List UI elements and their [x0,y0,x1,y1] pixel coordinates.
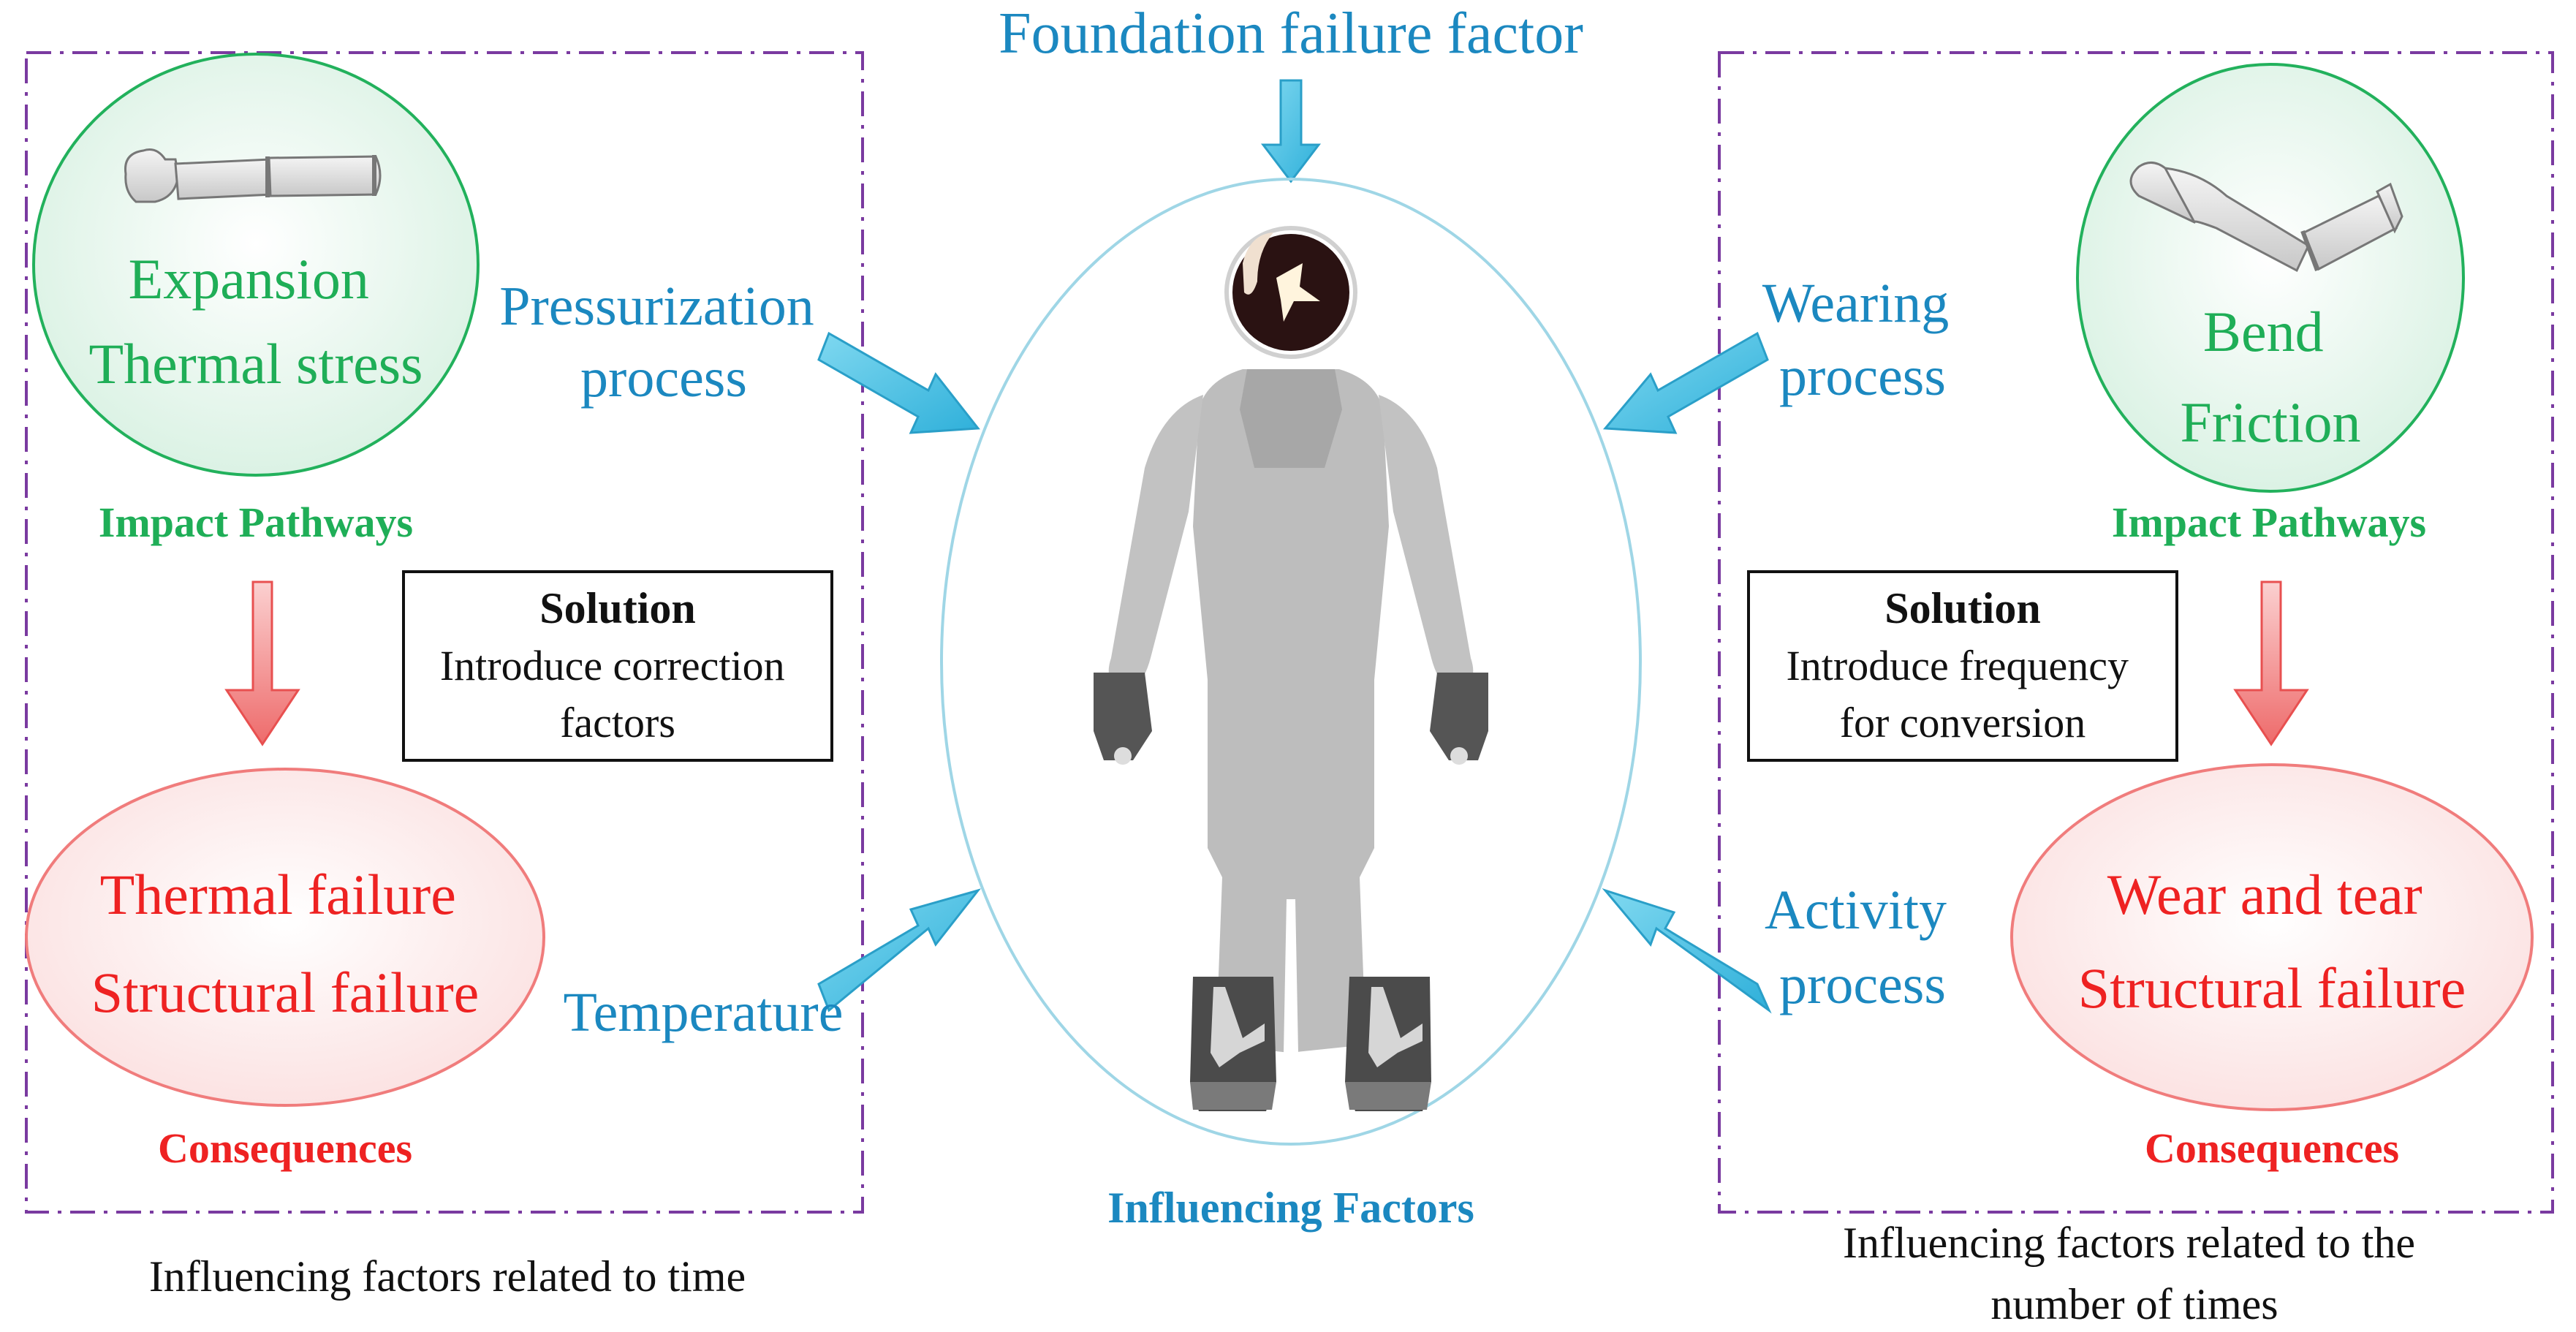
center-caption: Influencing Factors [1107,1184,1474,1232]
arrow-pressurization [817,331,980,434]
right-consequence-ellipse [2010,763,2534,1111]
arrow-activity [1602,888,1772,1014]
right-solution-box [1747,570,2178,762]
right-consequence-label: Consequences [2145,1124,2399,1172]
straight-sleeve-icon [124,148,382,203]
left-consequence-text: Thermal failure Structural failure [91,863,480,1024]
left-solution-text: Introduce correction factors [440,642,795,746]
right-solution-title: Solution [1884,584,2040,632]
bent-sleeve-icon [2129,162,2403,273]
right-red-down-arrow [2233,580,2309,746]
factor-label-pressurization: Pressurization process [499,276,828,409]
left-solution-title: Solution [539,584,695,632]
astronaut-figure [1094,226,1488,1111]
left-panel-caption: Influencing factors related to time [149,1252,746,1301]
left-pathway-text: Expansion Thermal stress [88,247,423,396]
right-solution-text: Introduce frequency for conversion [1786,642,2139,746]
right-pathway-label: Impact Pathways [2112,499,2426,546]
factor-label-wearing: Wearing process [1762,273,1963,407]
right-consequence-text: Wear and tear Structural failure [2078,863,2466,1020]
top-arrow [1260,79,1322,183]
left-pathway-label: Impact Pathways [99,499,413,546]
right-pathway-text: Bend Friction [2181,300,2361,454]
left-solution-box [402,570,833,762]
title: Foundation failure factor [999,1,1583,66]
arrow-temperature [817,888,982,1013]
right-panel-border [1718,51,2554,1214]
factor-label-activity: Activity process [1765,879,1961,1015]
left-panel-border [25,51,864,1214]
right-panel-caption: Influencing factors related to the numbe… [1843,1219,2426,1328]
left-red-down-arrow [224,580,300,746]
left-consequence-ellipse [25,768,545,1107]
left-consequence-label: Consequences [158,1124,412,1172]
arrow-wearing [1602,331,1769,434]
influencing-factors-ellipse [940,178,1642,1146]
factor-label-temperature: Temperature [564,982,844,1043]
